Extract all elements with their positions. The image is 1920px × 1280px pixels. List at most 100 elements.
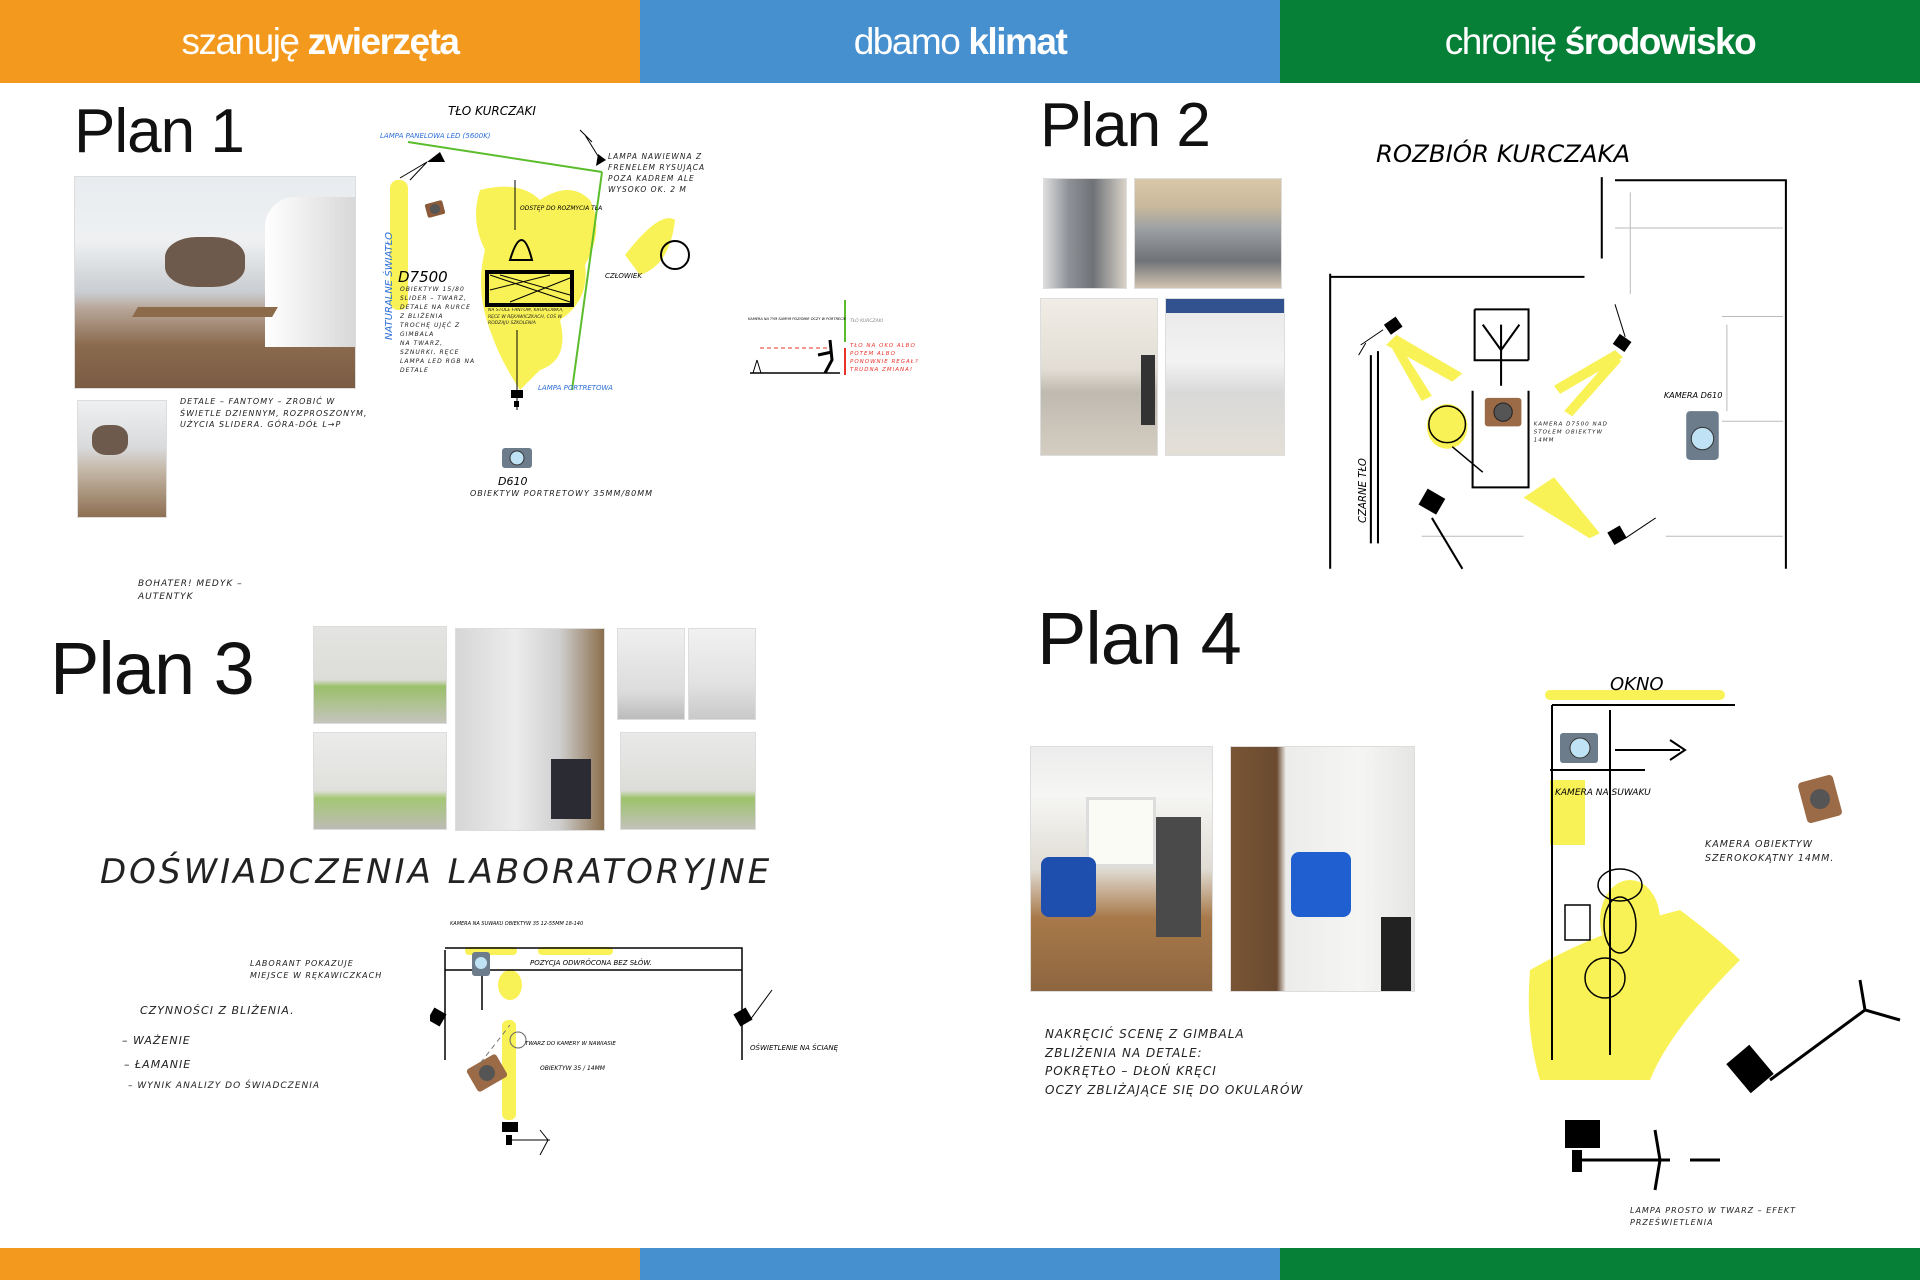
plan1-details-note: Detale – fantomy – zrobić w świetle dzie…: [180, 397, 368, 430]
sketch-table-note: Na stole fantom, kroplówka, ręce w rękaw…: [488, 308, 564, 327]
plan3-photo-5: [313, 732, 447, 830]
background-wall-line: [571, 171, 603, 391]
lamp-icon: [1418, 488, 1464, 570]
header-bold-text: środowisko: [1564, 20, 1757, 62]
plan1-photo-mural: [77, 400, 167, 518]
lamp-icon: [399, 152, 445, 181]
sketch-label-portrait-lamp: Lampa portretowa: [538, 384, 613, 392]
plan3-photo-2: [455, 628, 605, 831]
sketch-side-camera-note: Kamera na tym samym poziomie oczy w port…: [748, 317, 847, 321]
sketch-side-bg: Tło kurczaki: [850, 318, 884, 324]
camera-icon: [466, 1054, 508, 1092]
sketch-overhead-cam: Kamera D7500 nad stołem obiektyw 14mm: [1533, 421, 1608, 444]
sketch-slider-cam: Kamera na suwaku: [1555, 788, 1651, 798]
yellow-highlight: [1528, 690, 1740, 1080]
seated-person-icon: [817, 339, 834, 374]
plan3-photo-4: [688, 628, 756, 720]
plan1-lighting-sketch: Tło kurczaki Lampa panelowa LED (5600K) …: [380, 104, 919, 498]
sketch-label-background: Tło kurczaki: [448, 104, 536, 118]
camera-icon: [1798, 774, 1842, 824]
header-light-text: chronię: [1444, 20, 1557, 62]
footer-band-blue: [640, 1248, 1280, 1280]
camera-icon: [1686, 411, 1719, 460]
lamp-icon: [502, 1122, 550, 1156]
header-bold-text: klimat: [968, 20, 1067, 62]
yellow-highlight: [1386, 334, 1624, 539]
lamp-icon: [1726, 979, 1901, 1094]
plan3-lighting-sketch: Kamera na suwaku obiektyw 35 12-55mm 18-…: [430, 921, 839, 1156]
sketch-position: Pozycja odwrócona bez słów.: [530, 958, 652, 967]
sketch-label-person: Człowiek: [605, 272, 643, 280]
person-circle-icon: [660, 240, 690, 270]
plan1-photo-classroom: [74, 176, 356, 389]
sketch-label-top-lamp: Lampa nawiewna z frenelem rysująca poza …: [608, 152, 706, 194]
plan4-lighting-sketch: Okno Kamera na suwaku Kamera obiektyw sz…: [1528, 674, 1901, 1227]
sketch-face-note: Twarz do kamery w nawiasie: [525, 1041, 616, 1047]
plan4-photo-room-window: [1030, 746, 1213, 992]
sketch-lens: Obiektyw 35 / 14mm: [540, 1065, 606, 1072]
sketch-label-distance: Odstęp do rozmycia tła: [520, 205, 602, 212]
lamp-icon: [733, 989, 773, 1027]
plan3-heading: Doświadczenia laboratoryjne: [100, 852, 773, 892]
sketch-window: Okno: [1610, 674, 1664, 695]
sketch-label-d7500: D7500: [398, 268, 448, 286]
plan2-photo-lab-person: [1040, 298, 1158, 456]
plan4-note: Nakręcić scenę z gimbala zbliżenia na de…: [1045, 1027, 1304, 1097]
plan1-title: Plan 1: [74, 97, 245, 166]
plan3-activities-title: Czynności z bliżenia.: [140, 1004, 295, 1017]
tripod-icon: [752, 359, 762, 374]
plan3-lab-note: Laborant pokazuje miejsce w rękawiczkach: [250, 959, 383, 980]
yellow-highlight: [465, 947, 613, 1120]
plan1-hero-note: Bohater! Medyk – autentyk: [138, 579, 243, 603]
lamp-icon: [1565, 1120, 1720, 1191]
plan3-photo-3: [617, 628, 685, 720]
table-icon: [485, 270, 574, 307]
plan2-lighting-sketch: Rozbiór kurczaka Czarne tło Kamera D7500…: [1329, 138, 1787, 570]
lamp-icon: [1612, 304, 1632, 353]
person-head-icon: [508, 239, 534, 261]
camera-icon: [424, 200, 446, 218]
lamp-icon: [1358, 316, 1403, 356]
sketch-lamp-note: Lampa prosto w twarz – efekt prześwietle…: [1630, 1206, 1797, 1227]
person-icon: [1564, 868, 1643, 999]
lamp-icon: [511, 390, 523, 407]
header-bold-text: zwierzęta: [307, 20, 461, 62]
camera-icon: [1560, 733, 1598, 763]
sketch-camera-d610: Kamera D610: [1664, 390, 1723, 400]
lamp-icon: [1607, 517, 1656, 545]
plan2-photo-fridge: [1043, 178, 1127, 289]
footer-band-orange: [0, 1248, 640, 1280]
background-wall-line: [407, 141, 603, 173]
plan3-activity-item: – Ważenie: [122, 1034, 191, 1047]
person-icon: [1428, 405, 1484, 473]
plan2-title: Plan 2: [1040, 91, 1211, 160]
camera-icon: [1484, 397, 1522, 427]
plan4-photo-room-desk: [1230, 746, 1415, 992]
sketch-d610-lens: Obiektyw portretowy 35mm/80mm: [470, 489, 654, 498]
plan2-photo-steel-table: [1134, 178, 1282, 289]
sketch-side-red-note: Tło na oko albo potem albo ponownie rega…: [850, 343, 919, 373]
sketch-label-black-bg: Czarne tło: [1358, 458, 1369, 523]
yellow-highlight: [390, 180, 675, 390]
sketch-slider-cam: Kamera na suwaku obiektyw 35 12-55mm 18-…: [450, 921, 583, 927]
plan3-title: Plan 3: [50, 627, 255, 710]
sketch-label-natural-light: Naturalne światło: [382, 232, 395, 340]
header-light-text: szanuję: [181, 20, 300, 62]
plan3-photo-6: [620, 732, 756, 830]
sketch-label-d610: D610: [498, 475, 527, 488]
plan3-activity-item: – Łamanie: [124, 1058, 192, 1071]
camera-icon: [502, 448, 532, 468]
header-light-text: dbamo: [853, 20, 961, 62]
plan3-activity-item: – Wynik analizy do świadczenia: [128, 1081, 321, 1091]
camera-icon: [472, 952, 490, 976]
lamp-icon: [579, 129, 606, 166]
sketch-label-panel-lamp: Lampa panelowa LED (5600K): [380, 132, 491, 140]
plan2-photo-lab-stools: [1165, 298, 1285, 456]
sketch-heading: Rozbiór kurczaka: [1376, 138, 1630, 168]
sketch-wide-cam: Kamera obiektyw szerokokątny 14mm.: [1705, 839, 1835, 864]
plan3-photo-1: [313, 626, 447, 724]
plan4-title: Plan 4: [1037, 597, 1242, 680]
